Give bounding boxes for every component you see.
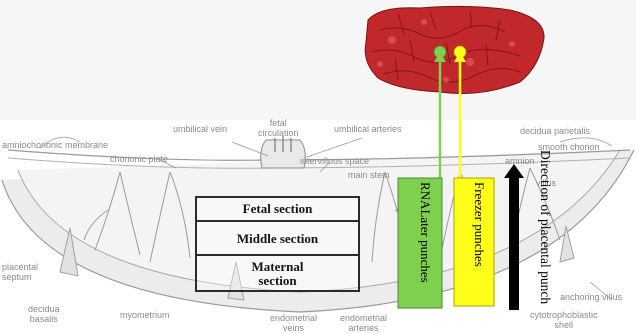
label-endometrial-arteries: endometrial arteries <box>340 313 387 333</box>
label-placental-septum: placental septum <box>2 262 38 282</box>
middle-section-label: Middle section <box>197 232 358 246</box>
rnalater-punches-label: RNALater punches <box>417 182 433 283</box>
label-umbilical-arteries: umbilical arteries <box>334 124 402 134</box>
label-intervillous-space: intervillous space <box>300 156 369 166</box>
fetal-section-label: Fetal section <box>197 202 358 216</box>
label-umbilical-vein: umbilical vein <box>173 124 227 134</box>
maternal-section-label: Maternal section <box>197 260 358 288</box>
direction-of-placental-punch-label: Direction of placental punch <box>537 150 553 304</box>
label-amnion: amnion <box>505 156 535 166</box>
label-decidua-parietalis: decidua parietalis <box>520 126 590 136</box>
label-chorionic-plate: chorionic plate <box>110 154 168 164</box>
section-divider <box>197 254 358 256</box>
freezer-punches-label: Freezer punches <box>471 182 487 267</box>
label-endometrial-veins: endometrial veins <box>270 313 317 333</box>
label-cytotrophoblastic-shell: cytotrophoblastic shell <box>530 310 598 330</box>
label-fetal-circulation: fetal circulation <box>258 118 299 138</box>
section-divider <box>197 220 358 222</box>
label-decidua-basalis: decidua basalis <box>28 304 60 324</box>
label-anchoring-villus: anchoring villus <box>560 292 622 302</box>
label-main-stem: main stem <box>348 170 390 180</box>
direction-arrow-shaft <box>509 176 519 310</box>
label-amniochorionic-membrane: amniochorionic membrane <box>2 140 108 150</box>
placenta-section-table: Fetal section Middle section Maternal se… <box>195 196 360 292</box>
label-myometrium: myometrium <box>120 310 170 320</box>
